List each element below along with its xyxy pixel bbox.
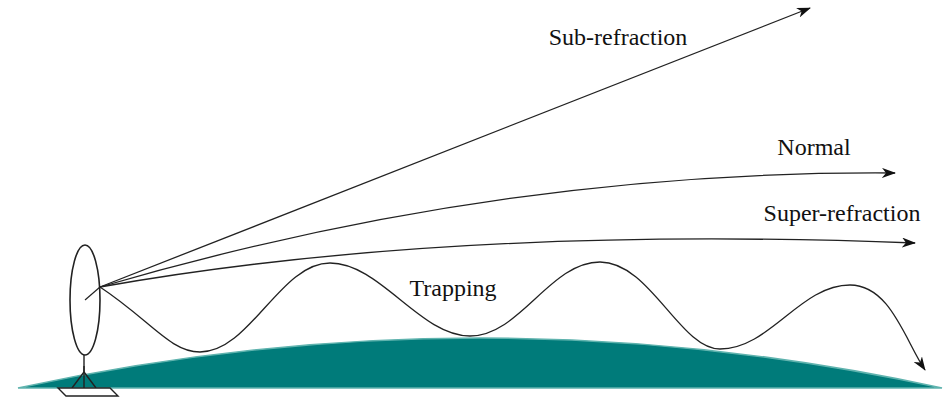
ray-label: Super-refraction: [762, 200, 923, 228]
sub-refraction-ray: [100, 8, 810, 287]
earth-surface: [18, 338, 942, 388]
antenna-dish: [70, 245, 100, 355]
ray-label: Normal: [775, 134, 852, 162]
ray-label: Trapping: [407, 275, 498, 303]
super-refraction-ray: [100, 239, 915, 287]
antenna-feed: [85, 287, 100, 300]
antenna-stand: [58, 354, 118, 396]
trapping-ray: [100, 262, 925, 370]
normal-ray: [100, 173, 895, 287]
ray-label: Sub-refraction: [547, 24, 690, 52]
